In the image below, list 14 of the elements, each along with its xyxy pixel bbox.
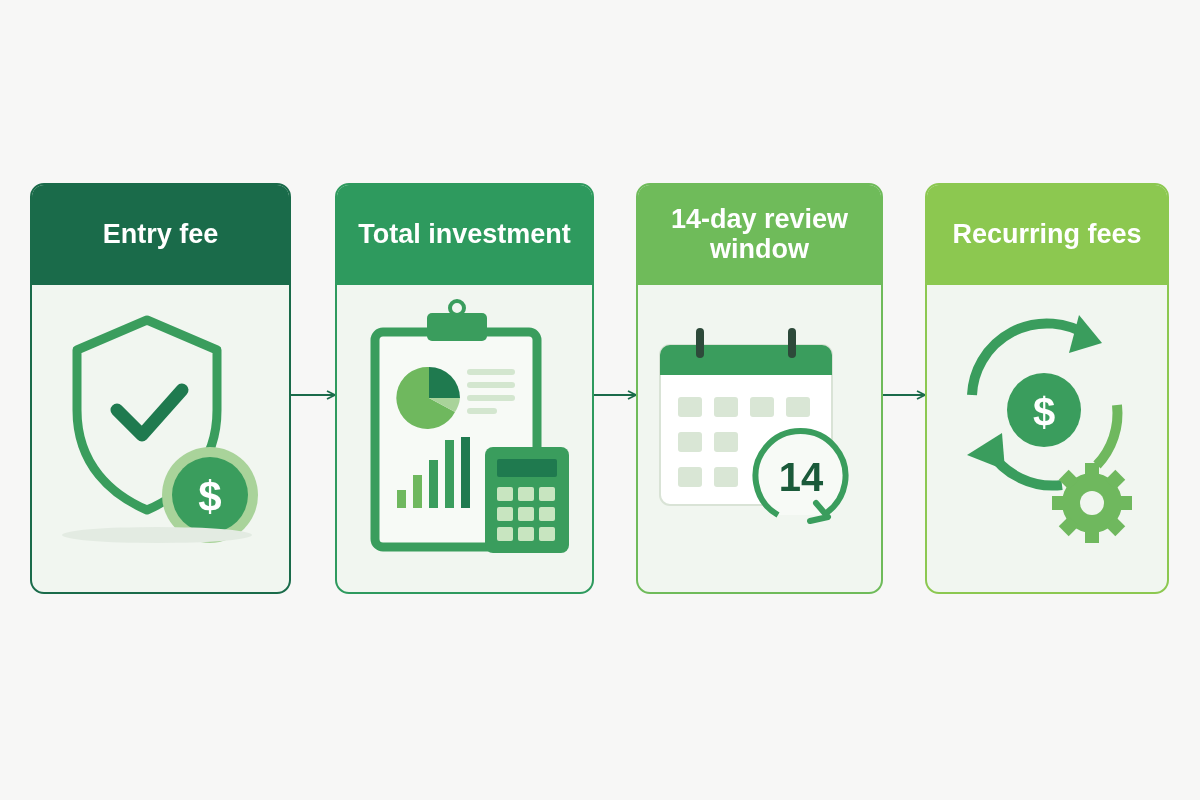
card-title: Entry fee: [102, 220, 219, 250]
arrow: [290, 390, 336, 400]
dollar-sign: $: [1032, 392, 1056, 432]
arrow: [593, 390, 637, 400]
dollar-sign: $: [198, 476, 222, 518]
card-title: Total investment: [358, 220, 571, 250]
arrow: [882, 390, 926, 400]
step-card: [30, 183, 291, 594]
step-card: [335, 183, 594, 594]
card-title: Recurring fees: [952, 220, 1142, 250]
day-count: 14: [778, 457, 824, 497]
step-card: [925, 183, 1169, 594]
card-title: 14-day review window: [669, 205, 850, 265]
step-card: [636, 183, 883, 594]
